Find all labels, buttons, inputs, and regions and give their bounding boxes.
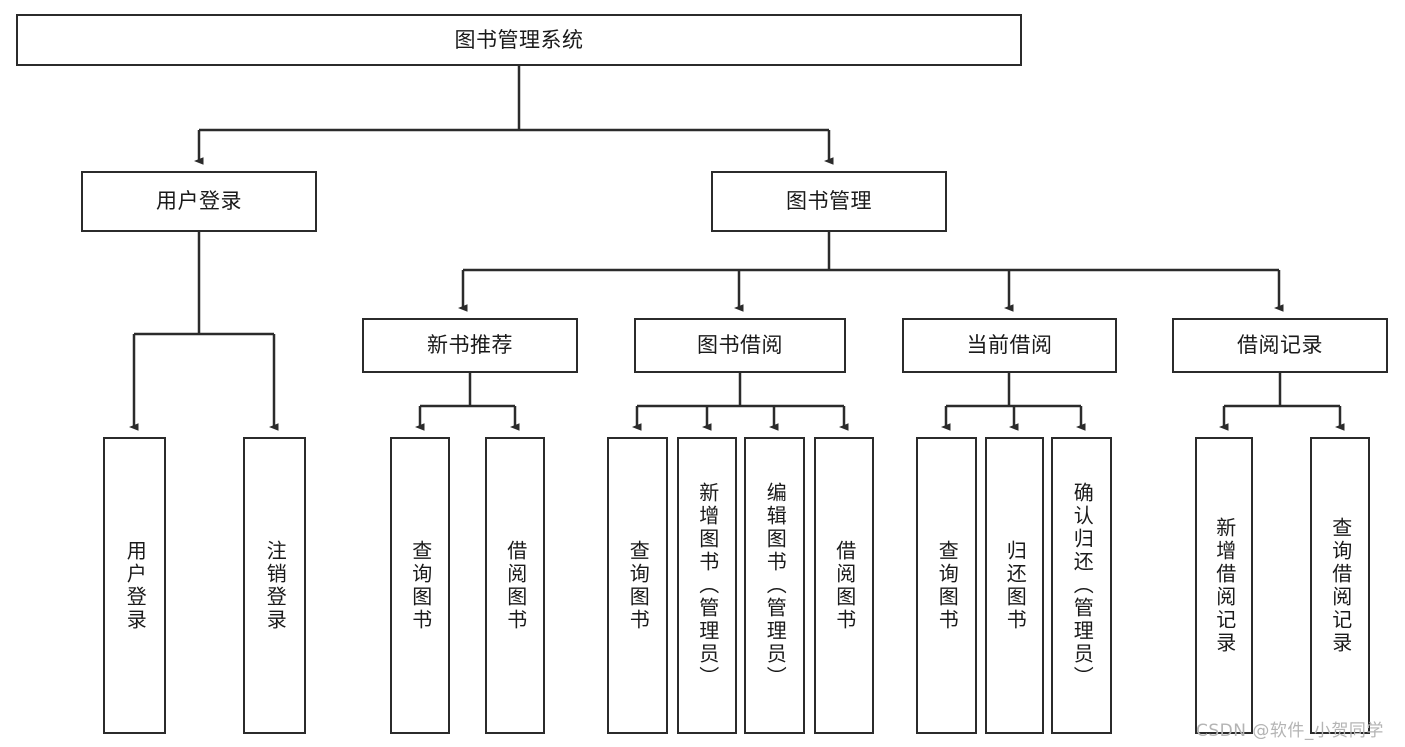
node-leaf-borrow-book-1[interactable]: 借阅图书 (485, 437, 545, 734)
node-leaf-borrow-book-2[interactable]: 借阅图书 (814, 437, 874, 734)
node-root[interactable]: 图书管理系统 (16, 14, 1022, 66)
node-leaf-edit-book-admin[interactable]: 编辑图书（管理员） (744, 437, 805, 734)
node-leaf-add-book-admin[interactable]: 新增图书（管理员） (677, 437, 737, 734)
node-leaf-query-book-2[interactable]: 查询图书 (607, 437, 668, 734)
node-leaf-return-book-label: 归还图书 (1003, 539, 1028, 632)
node-leaf-confirm-return-admin-label: 确认归还（管理员） (1070, 482, 1095, 689)
node-book-borrow[interactable]: 图书借阅 (634, 318, 846, 373)
node-borrow-record-label: 借阅记录 (1237, 333, 1323, 358)
node-leaf-query-borrow-record-label: 查询借阅记录 (1328, 516, 1353, 655)
node-user-login-label: 用户登录 (156, 189, 242, 214)
node-leaf-logout-login-label: 注销登录 (263, 539, 288, 632)
node-book-management-label: 图书管理 (786, 189, 872, 214)
node-leaf-query-book-3-label: 查询图书 (935, 539, 960, 632)
node-leaf-query-book-1-label: 查询图书 (408, 539, 433, 632)
node-leaf-logout-login[interactable]: 注销登录 (243, 437, 306, 734)
node-leaf-query-book-3[interactable]: 查询图书 (916, 437, 977, 734)
node-leaf-confirm-return-admin[interactable]: 确认归还（管理员） (1051, 437, 1112, 734)
node-leaf-add-borrow-record[interactable]: 新增借阅记录 (1195, 437, 1253, 734)
node-leaf-add-borrow-record-label: 新增借阅记录 (1212, 516, 1237, 655)
node-leaf-borrow-book-2-label: 借阅图书 (832, 539, 857, 632)
node-book-borrow-label: 图书借阅 (697, 333, 783, 358)
node-root-label: 图书管理系统 (454, 27, 584, 52)
node-new-book-recommend[interactable]: 新书推荐 (362, 318, 578, 373)
node-book-management[interactable]: 图书管理 (711, 171, 947, 232)
node-leaf-add-book-admin-label: 新增图书（管理员） (695, 482, 720, 689)
node-new-book-recommend-label: 新书推荐 (427, 333, 513, 358)
node-leaf-borrow-book-1-label: 借阅图书 (503, 539, 528, 632)
node-leaf-edit-book-admin-label: 编辑图书（管理员） (763, 482, 788, 689)
node-user-login[interactable]: 用户登录 (81, 171, 317, 232)
node-current-borrow-label: 当前借阅 (966, 333, 1053, 358)
node-leaf-return-book[interactable]: 归还图书 (985, 437, 1044, 734)
node-leaf-user-login[interactable]: 用户登录 (103, 437, 166, 734)
watermark-text: CSDN @软件_小贺同学 (1196, 721, 1384, 741)
node-current-borrow[interactable]: 当前借阅 (902, 318, 1117, 373)
node-leaf-query-book-2-label: 查询图书 (626, 539, 651, 632)
node-leaf-query-book-1[interactable]: 查询图书 (390, 437, 450, 734)
node-leaf-query-borrow-record[interactable]: 查询借阅记录 (1310, 437, 1370, 734)
node-borrow-record[interactable]: 借阅记录 (1172, 318, 1388, 373)
node-leaf-user-login-label: 用户登录 (123, 539, 148, 632)
